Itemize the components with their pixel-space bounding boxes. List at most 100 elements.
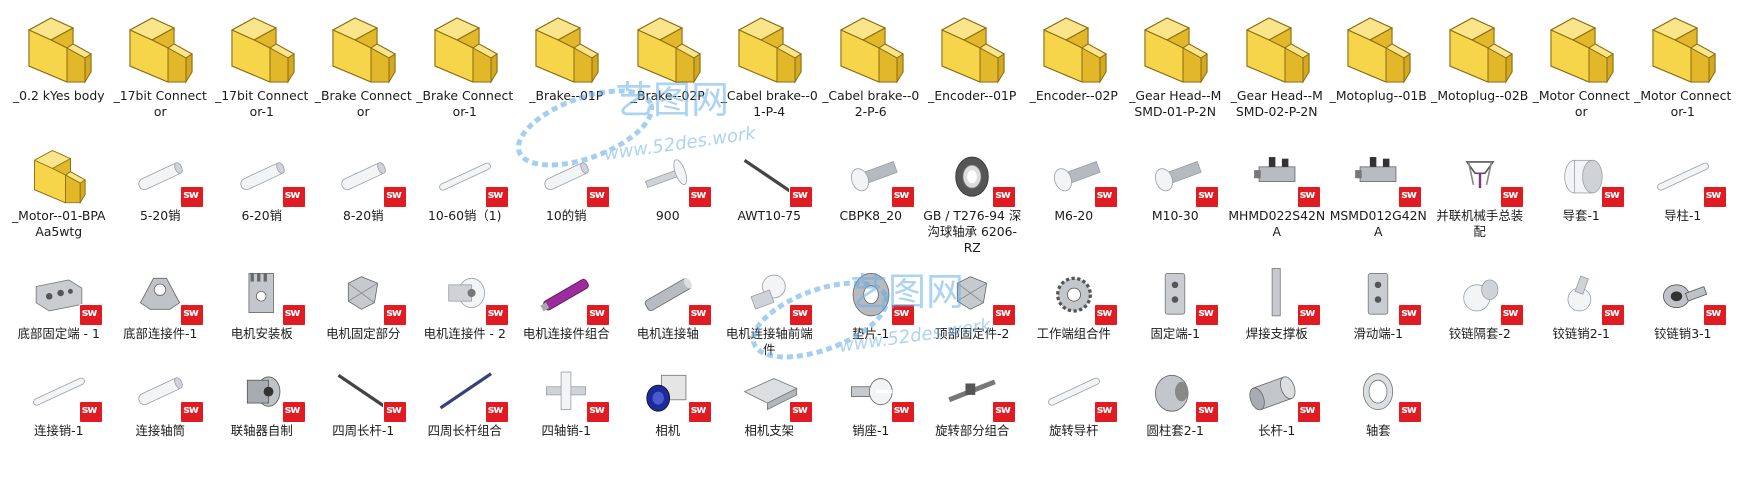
folder-item[interactable]: _Encoder--01P xyxy=(922,6,1024,144)
folder-icon xyxy=(833,10,909,86)
solidworks-badge-icon: sw xyxy=(1296,186,1321,208)
folder-item[interactable]: _Motor--01-BPAAa5wtg xyxy=(8,144,110,262)
solidworks-badge-icon: sw xyxy=(281,186,306,208)
folder-item[interactable]: _0.2 kYes body xyxy=(8,6,110,144)
block-part-icon: sw xyxy=(1137,262,1220,326)
pin-part-icon: sw xyxy=(122,144,205,208)
folder-item[interactable]: _Gear Head--MSMD-02-P-2N xyxy=(1226,6,1328,144)
rod-assembly-icon: sw xyxy=(934,359,1017,423)
file-name-label: 10的销 xyxy=(545,208,587,223)
solidworks-badge-icon: sw xyxy=(383,401,408,423)
folder-icon xyxy=(1645,10,1721,86)
folder-item[interactable]: _Gear Head--MSMD-01-P-2N xyxy=(1125,6,1227,144)
coupling-part-icon: sw xyxy=(224,359,306,423)
screw-part-icon: sw xyxy=(833,144,915,208)
file-name-label: 8-20销 xyxy=(342,208,384,223)
folder-item[interactable]: _Brake Connector xyxy=(313,6,415,144)
folder-item[interactable]: _17bit Connector xyxy=(110,6,212,144)
folder-item[interactable]: _Encoder--02P xyxy=(1023,6,1125,144)
file-name-label: 旋转部分组合 xyxy=(935,423,1010,438)
file-name-label: 6-20销 xyxy=(241,208,282,223)
file-name-label: M10-30 xyxy=(1151,208,1199,223)
folder-item[interactable]: _Motor Connector xyxy=(1531,6,1633,144)
ball-part-icon: sw xyxy=(1442,262,1524,326)
folder-icon xyxy=(934,10,1010,86)
screw-part-icon: sw xyxy=(1137,144,1220,208)
bearing-part-icon: sw xyxy=(934,144,1017,208)
solidworks-badge-icon: sw xyxy=(992,304,1017,326)
file-name-label: _Brake Connector xyxy=(314,88,412,119)
solidworks-badge-icon: sw xyxy=(281,304,306,326)
folder-item[interactable]: _Brake--01P xyxy=(516,6,618,144)
file-name-label: AWT10-75 xyxy=(737,208,802,223)
solidworks-badge-icon: sw xyxy=(1195,304,1220,326)
solidworks-badge-icon: sw xyxy=(1296,304,1321,326)
file-name-label: 电机安装板 xyxy=(230,326,293,341)
folder-item[interactable]: _Motoplug--01B xyxy=(1328,6,1430,144)
solidworks-badge-icon: sw xyxy=(1093,186,1118,208)
solidworks-badge-icon: sw xyxy=(484,304,509,326)
folder-item[interactable]: _Motor Connector-1 xyxy=(1632,6,1734,144)
folder-item[interactable]: _Cabel brake--01-P-4 xyxy=(719,6,821,144)
folder-item[interactable]: _Brake--02P xyxy=(617,6,719,144)
file-name-label: 电机连接轴 xyxy=(636,326,699,341)
file-name-label: 长杆-1 xyxy=(1258,423,1296,438)
washer-part-icon: sw xyxy=(833,262,915,326)
solidworks-badge-icon: sw xyxy=(180,304,205,326)
sleeve-part-icon: sw xyxy=(1137,359,1220,423)
solidworks-badge-icon: sw xyxy=(1195,186,1220,208)
folder-item[interactable]: _Brake Connector-1 xyxy=(414,6,516,144)
file-name-label: 相机 xyxy=(655,423,681,438)
folder-item[interactable]: _Cabel brake--02-P-6 xyxy=(820,6,922,144)
folder-item[interactable]: _Motoplug--02B xyxy=(1429,6,1531,144)
folder-item[interactable]: _17bit Connector-1 xyxy=(211,6,313,144)
